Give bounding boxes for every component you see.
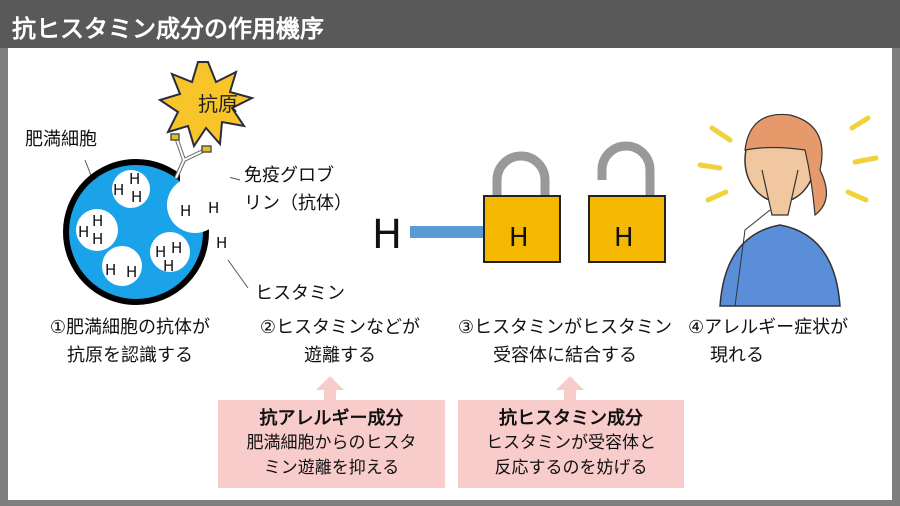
step-2-line2: 遊離する	[304, 345, 376, 366]
svg-text:H: H	[216, 234, 227, 252]
anti-allergy-box: 抗アレルギー成分 肥満細胞からのヒスタ ミン遊離を抑える	[218, 400, 445, 488]
antibody-icon	[170, 133, 212, 179]
svg-text:H: H	[92, 212, 103, 230]
antibody-label-line1: 免疫グロブ	[244, 165, 334, 186]
histamine-label: ヒスタミン	[255, 283, 345, 304]
antibody-label-line2: リン（抗体）	[244, 193, 352, 214]
title-bar: 抗ヒスタミン成分の作用機序	[0, 0, 900, 48]
svg-text:H: H	[92, 230, 103, 248]
step-1-line1: ①肥満細胞の抗体が	[49, 317, 211, 338]
step-4: ④アレルギー症状が 現れる	[688, 314, 888, 370]
mast-cell-icon	[63, 159, 230, 305]
svg-text:H: H	[163, 257, 174, 275]
histamine-leader	[227, 259, 249, 289]
antihistamine-box: 抗ヒスタミン成分 ヒスタミンが受容体と 反応するのを妨げる	[458, 400, 684, 488]
free-histamine: H	[372, 212, 402, 258]
sneezing-woman-illustration	[697, 113, 879, 307]
lock-histamine-1: H	[509, 223, 529, 253]
svg-text:H: H	[208, 199, 219, 217]
slide-title: 抗ヒスタミン成分の作用機序	[12, 15, 324, 43]
step-1-line2: 抗原を認識する	[67, 345, 193, 366]
anti-allergy-line1: 肥満細胞からのヒスタ	[246, 433, 417, 453]
svg-text:H: H	[155, 243, 166, 261]
open-lock-icon	[588, 141, 666, 263]
svg-text:H: H	[78, 223, 89, 241]
anti-allergy-line2: ミン遊離を抑える	[263, 458, 400, 478]
svg-text:H: H	[171, 239, 182, 257]
svg-text:H: H	[126, 263, 137, 281]
up-arrow-1	[316, 376, 344, 402]
antigen-star-icon	[157, 61, 255, 149]
antihistamine-line2: 反応するのを妨げる	[494, 458, 648, 478]
step-3-line1: ③ヒスタミンがヒスタミン	[457, 317, 673, 338]
antigen-label: 抗原	[198, 92, 238, 116]
lock-histamine-2: H	[614, 223, 634, 253]
closed-lock-icon	[483, 151, 561, 263]
svg-text:H: H	[180, 202, 191, 220]
up-arrow-2	[556, 376, 584, 402]
svg-text:H: H	[129, 170, 140, 188]
step-2-line1: ②ヒスタミンなどが	[259, 317, 421, 338]
svg-text:H: H	[113, 181, 124, 199]
anti-allergy-title: 抗アレルギー成分	[259, 408, 404, 429]
svg-text:H: H	[105, 261, 116, 279]
mast-cell-label: 肥満細胞	[25, 129, 97, 150]
binding-arrow	[410, 226, 490, 238]
antihistamine-line1: ヒスタミンが受容体と	[486, 433, 656, 453]
step-3-line2: 受容体に結合する	[493, 345, 637, 366]
step-4-line2: 現れる	[710, 345, 764, 366]
svg-text:H: H	[131, 188, 142, 206]
step-3: ③ヒスタミンがヒスタミン 受容体に結合する	[445, 314, 685, 370]
step-1: ①肥満細胞の抗体が 抗原を認識する	[20, 314, 240, 370]
antihistamine-title: 抗ヒスタミン成分	[499, 408, 643, 429]
step-2: ②ヒスタミンなどが 遊離する	[240, 314, 440, 370]
step-4-line1: ④アレルギー症状が	[688, 317, 849, 338]
